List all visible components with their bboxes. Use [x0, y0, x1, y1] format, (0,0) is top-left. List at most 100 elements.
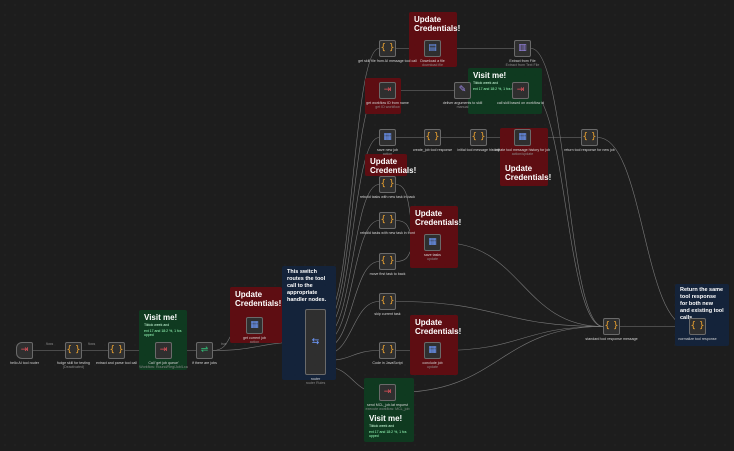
node-n14[interactable]: { }	[424, 129, 441, 146]
file-icon: ▤	[428, 43, 437, 53]
node-n3[interactable]: { }	[108, 342, 125, 359]
node-subtitle: (Deactivated)	[62, 365, 85, 370]
connection	[440, 242, 604, 327]
node-n7[interactable]: { }	[379, 40, 396, 57]
node-title: Extract from File	[509, 59, 536, 63]
sticky-update-credentials[interactable]: Update Credentials!	[365, 154, 416, 176]
code-icon: { }	[690, 321, 705, 331]
if-icon: ⇌	[200, 345, 209, 355]
node-subtitle: action/update	[511, 152, 534, 157]
node-n27[interactable]: { }	[689, 318, 706, 335]
node-n18[interactable]: { }	[379, 176, 396, 193]
node-n23[interactable]: { }	[379, 342, 396, 359]
node-title: Download a file	[420, 59, 445, 63]
node-label: fudge skill for testing(Deactivated)	[44, 361, 104, 370]
sticky-text: Tiktok week and	[473, 81, 499, 85]
node-label: create_job tool response	[403, 148, 463, 152]
sticky-text: ext 17 and 18:2 %, 1 fcs upped	[369, 429, 407, 439]
node-n12[interactable]: ⇥	[512, 82, 529, 99]
connection	[395, 326, 604, 393]
node-subtitle: execute workflow: MCL_job	[365, 407, 410, 412]
node-subtitle: update	[427, 365, 438, 370]
node-title: conclude job	[422, 361, 443, 365]
node-n24[interactable]: ▦	[424, 342, 441, 359]
node-n6[interactable]: ▦	[246, 317, 263, 334]
node-title: get workflow ID from name	[366, 101, 409, 105]
node-n13[interactable]: ▦	[379, 129, 396, 146]
trigger-icon: ⇥	[20, 345, 29, 355]
webhook-icon: ⇥	[383, 387, 392, 397]
node-subtitle: update	[427, 257, 438, 262]
node-title: hello AI tool router	[10, 361, 39, 365]
node-n10[interactable]: ⇥	[379, 82, 396, 99]
node-title: router	[310, 377, 321, 381]
node-title: create_job tool response	[412, 148, 453, 152]
sticky-text: ext 17 and 18:2 %, 1 fcs upped	[144, 328, 182, 338]
sticky-title: Visit me!	[369, 414, 403, 423]
node-title: Code in JavaScript	[372, 361, 403, 365]
sticky-return-note[interactable]: Return the same tool response for both n…	[675, 284, 729, 346]
node-n2[interactable]: { }	[65, 342, 82, 359]
node-title: standard tool response message	[585, 337, 638, 341]
code-icon: { }	[582, 132, 597, 142]
node-n9[interactable]: ▥	[514, 40, 531, 57]
node-label: skip current task	[358, 312, 418, 316]
node-n22[interactable]: { }	[379, 293, 396, 310]
node-n8[interactable]: ▤	[424, 40, 441, 57]
node-title: call skill based on workflow id	[497, 101, 544, 105]
node-n21[interactable]: { }	[379, 253, 396, 270]
sticky-title: Update Credentials!	[415, 318, 462, 336]
node-n1[interactable]: ⇥	[16, 342, 33, 359]
node-title: initial tool message history	[457, 148, 500, 152]
connection	[440, 326, 604, 351]
sticky-update-credentials[interactable]: Update Credentials!	[230, 287, 282, 343]
node-subtitle: router Rules	[305, 381, 326, 386]
sticky-update-credentials[interactable]: Update Credentials!	[410, 315, 462, 375]
node-title: return tool response for new job	[564, 148, 615, 152]
sticky-update-credentials[interactable]: Update Credentials!	[409, 12, 460, 67]
sticky-update-credentials[interactable]: Update Credentials!	[410, 206, 462, 268]
edge-label: true	[221, 342, 227, 346]
node-title: deliver arguments to skill	[442, 101, 483, 105]
extract-icon: ▥	[518, 43, 527, 53]
node-n15[interactable]: { }	[470, 129, 487, 146]
node-n16[interactable]: ▦	[514, 129, 531, 146]
node-n11[interactable]: ✎	[454, 82, 471, 99]
sticky-title: Update Credentials!	[235, 290, 282, 308]
node-n25[interactable]: ⇥	[379, 384, 396, 401]
code-icon: { }	[66, 345, 81, 355]
node-n26[interactable]: { }	[603, 318, 620, 335]
node-router[interactable]: ⇆	[305, 309, 326, 375]
sticky-title: Update Credentials!	[415, 209, 462, 227]
node-n5[interactable]: ⇌	[196, 342, 213, 359]
code-icon: { }	[425, 132, 440, 142]
node-label: get skill file from AI message tool call	[358, 59, 418, 63]
edge-label: flows	[88, 342, 96, 346]
sticky-title: Visit me!	[473, 71, 507, 80]
webhook-icon: ⇥	[516, 85, 525, 95]
connection	[597, 137, 690, 327]
node-subtitle: action	[249, 340, 260, 345]
node-title: get current job	[243, 336, 266, 340]
sheets-icon: ▦	[428, 237, 437, 247]
node-title: normalize tool response	[678, 337, 717, 341]
node-title: save new job	[377, 148, 398, 152]
node-n19[interactable]: { }	[379, 212, 396, 229]
node-title: save tasks	[424, 253, 441, 257]
node-n17[interactable]: { }	[581, 129, 598, 146]
code-icon: { }	[380, 296, 395, 306]
sticky-title: This switch routes the tool call to the …	[287, 269, 327, 303]
code-icon: { }	[380, 256, 395, 266]
node-n4[interactable]: ⇥	[155, 342, 172, 359]
node-n20[interactable]: ▦	[424, 234, 441, 251]
connection	[395, 301, 604, 327]
